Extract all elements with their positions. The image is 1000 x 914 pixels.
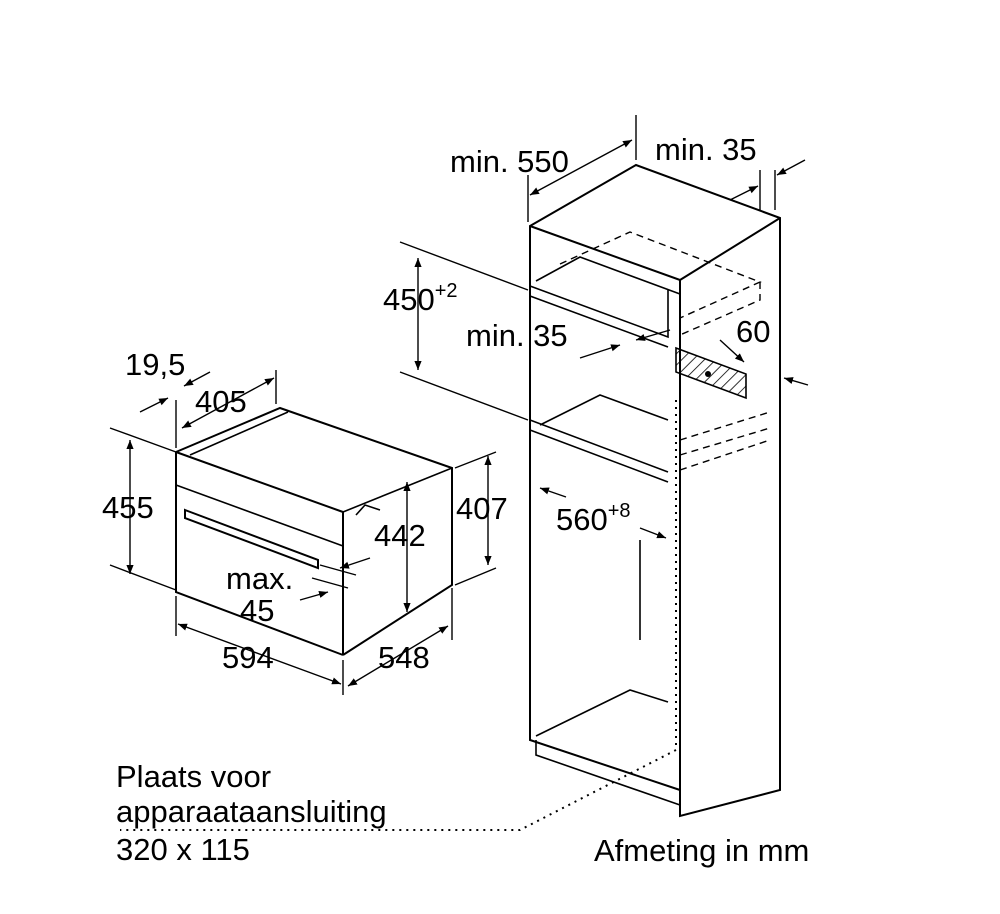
- dim-handle-label-1: max.: [226, 561, 293, 596]
- dim-vent-gap: min. 35: [466, 318, 568, 353]
- dim-front-height: 455: [102, 490, 154, 525]
- tall-cabinet: [120, 163, 781, 831]
- ventilation-opening: [675, 346, 747, 400]
- dim-cabinet-rear-gap: min. 35: [655, 132, 757, 167]
- dim-front-width: 594: [222, 640, 274, 675]
- dim-handle-label-2: 45: [240, 593, 274, 628]
- dim-cabinet-depth: min. 550: [450, 144, 569, 179]
- dim-body-depth: 548: [378, 640, 430, 675]
- dim-vent-opening: 60: [736, 314, 770, 349]
- dim-top-depth: 405: [195, 384, 247, 419]
- oven-handle: [184, 508, 319, 570]
- dim-body-height: 442: [374, 518, 426, 553]
- dim-niche-height: 450+2: [383, 280, 458, 317]
- connection-note-line-3: 320 x 115: [116, 832, 250, 867]
- connection-note-line-2: apparaataansluiting: [116, 794, 387, 829]
- connection-note-line-1: Plaats voor: [116, 759, 271, 794]
- dimension-lines: [109, 115, 809, 695]
- units-note: Afmeting in mm: [594, 833, 809, 868]
- dim-side-height: 407: [456, 491, 508, 526]
- dim-niche-width: 560+8: [556, 500, 631, 537]
- dim-front-offset: 19,5: [125, 347, 185, 382]
